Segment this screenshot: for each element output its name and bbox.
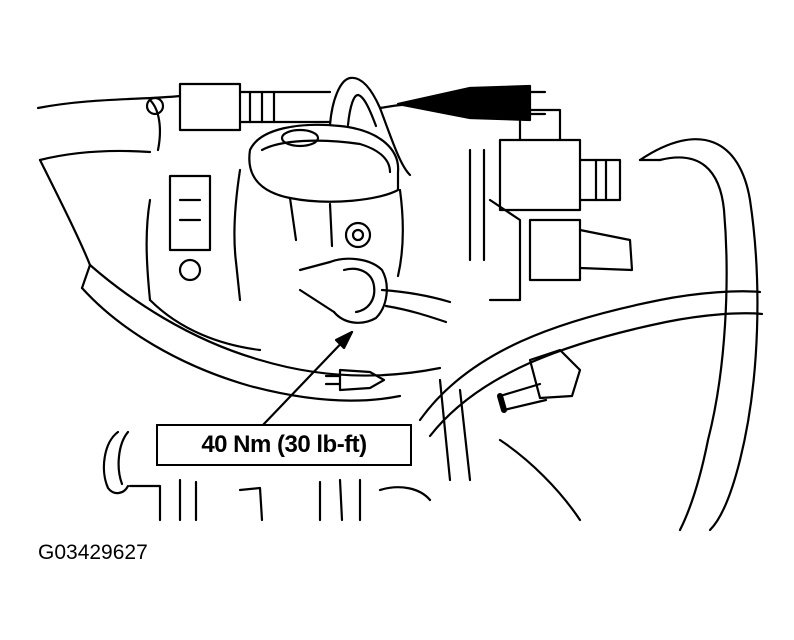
bent-pipe [328, 76, 412, 177]
right-hose [638, 138, 759, 532]
direction-arrow [396, 84, 532, 122]
right-cable [418, 290, 762, 422]
callout-leader [260, 330, 354, 428]
sensor-connector [498, 138, 582, 212]
lower-left-hose [88, 263, 442, 377]
upper-left-hose [36, 94, 182, 110]
left-fitting [102, 430, 130, 495]
throttle-body [248, 123, 400, 203]
torque-callout-box: 40 Nm (30 lb-ft) [156, 424, 412, 466]
figure-id-label: G03429627 [38, 541, 148, 564]
pipe-clamp [328, 257, 388, 324]
torque-spec-label: 40 Nm (30 lb-ft) [201, 431, 367, 458]
